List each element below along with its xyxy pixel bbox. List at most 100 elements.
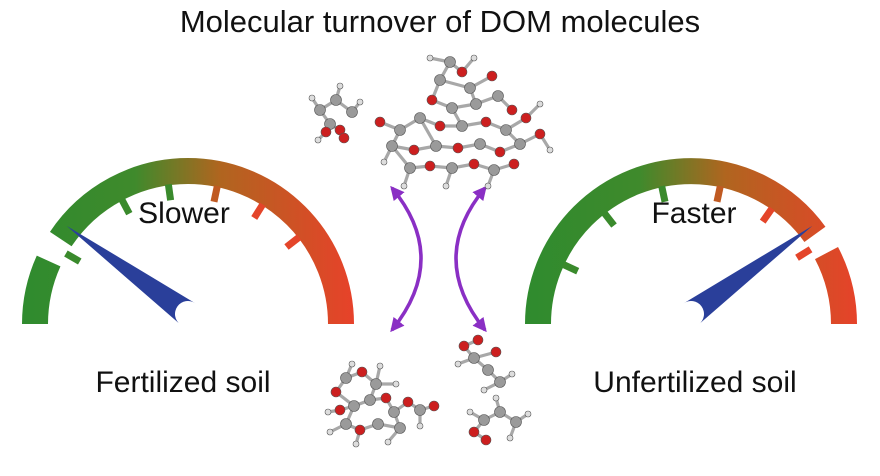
- atom: [454, 360, 462, 368]
- atom: [506, 434, 514, 442]
- atom: [392, 380, 400, 388]
- atom: [326, 428, 334, 436]
- gauge-tick: [561, 261, 580, 275]
- atom: [520, 112, 532, 124]
- atom: [394, 422, 406, 434]
- atom: [470, 98, 482, 110]
- atom: [408, 144, 420, 156]
- atom: [414, 112, 426, 124]
- atom: [486, 70, 498, 82]
- ring-molecule-bottom-icon: [324, 360, 440, 448]
- atom: [340, 418, 352, 430]
- atom: [394, 124, 406, 136]
- atom: [416, 422, 424, 430]
- gauge-tick: [251, 202, 266, 220]
- gauge-tick: [118, 197, 133, 216]
- atom: [546, 146, 554, 154]
- atom: [480, 116, 492, 128]
- atom: [314, 136, 322, 144]
- atom: [480, 386, 488, 394]
- atom: [338, 132, 350, 144]
- atom: [314, 104, 326, 116]
- atom: [364, 394, 376, 406]
- right-speed-label: Faster: [651, 197, 737, 230]
- atom: [372, 418, 384, 430]
- atom: [446, 102, 458, 114]
- atom: [500, 124, 512, 136]
- atom: [508, 370, 516, 378]
- atom: [388, 406, 400, 418]
- gauge-tick: [64, 250, 82, 265]
- atom: [442, 182, 450, 190]
- atom: [456, 120, 468, 132]
- atom: [510, 416, 522, 428]
- atom: [334, 404, 346, 416]
- atom: [468, 158, 480, 170]
- atom: [524, 410, 532, 418]
- atom: [308, 94, 316, 102]
- small-molecule-bottom-icon: [466, 394, 532, 446]
- atom: [464, 82, 476, 94]
- atom: [356, 98, 364, 106]
- gauge-tick: [210, 185, 221, 203]
- atom: [456, 66, 468, 78]
- atom: [466, 408, 474, 416]
- gauge-tick: [795, 246, 813, 261]
- atom: [470, 54, 478, 62]
- atom: [444, 56, 456, 68]
- atom: [424, 160, 436, 172]
- atom: [426, 54, 434, 62]
- atom: [386, 140, 398, 152]
- gauge-tick: [759, 206, 775, 224]
- left-speedometer-gauge-icon: [22, 158, 354, 325]
- atom: [340, 372, 352, 384]
- atom: [458, 340, 470, 352]
- atom: [324, 408, 332, 416]
- atom: [536, 100, 544, 108]
- double-arrow-icon: [390, 185, 487, 333]
- large-molecule-cluster-icon: [374, 54, 554, 190]
- atom: [402, 396, 414, 408]
- atom: [494, 146, 506, 158]
- gauge-tick: [164, 183, 175, 201]
- atom: [468, 426, 480, 438]
- atom: [514, 138, 526, 150]
- atom: [354, 424, 366, 436]
- atom: [484, 182, 492, 190]
- left-gauge-arc: [22, 158, 354, 325]
- arrow-right-curve: [454, 185, 487, 333]
- left-soil-label: Fertilized soil: [95, 366, 271, 399]
- atom: [506, 104, 518, 116]
- atom: [488, 164, 500, 176]
- atom: [352, 440, 360, 448]
- left-gauge-ticks: [64, 183, 302, 265]
- atom: [414, 404, 426, 416]
- atom: [482, 364, 494, 376]
- atom: [404, 162, 416, 174]
- gauge-tick: [601, 210, 617, 228]
- diagram-title: Molecular turnover of DOM molecules: [179, 4, 701, 39]
- atom: [494, 376, 506, 388]
- atom: [426, 94, 438, 106]
- atom: [430, 140, 442, 152]
- atom: [348, 360, 356, 368]
- right-speedometer-gauge-icon: [525, 158, 857, 325]
- atom: [474, 138, 486, 150]
- atom: [428, 400, 440, 412]
- left-speed-label: Slower: [138, 197, 230, 230]
- atom: [330, 94, 342, 106]
- atom: [452, 142, 464, 154]
- atom: [380, 158, 388, 166]
- atom: [380, 392, 392, 404]
- atom: [384, 438, 392, 446]
- atom: [492, 90, 504, 102]
- gauge-tick: [713, 185, 724, 203]
- atom: [346, 106, 358, 118]
- right-gauge-needle-icon: [683, 225, 813, 325]
- atom: [492, 394, 500, 402]
- atom: [480, 434, 492, 446]
- atom: [370, 378, 382, 390]
- right-gauge-ticks: [561, 185, 813, 275]
